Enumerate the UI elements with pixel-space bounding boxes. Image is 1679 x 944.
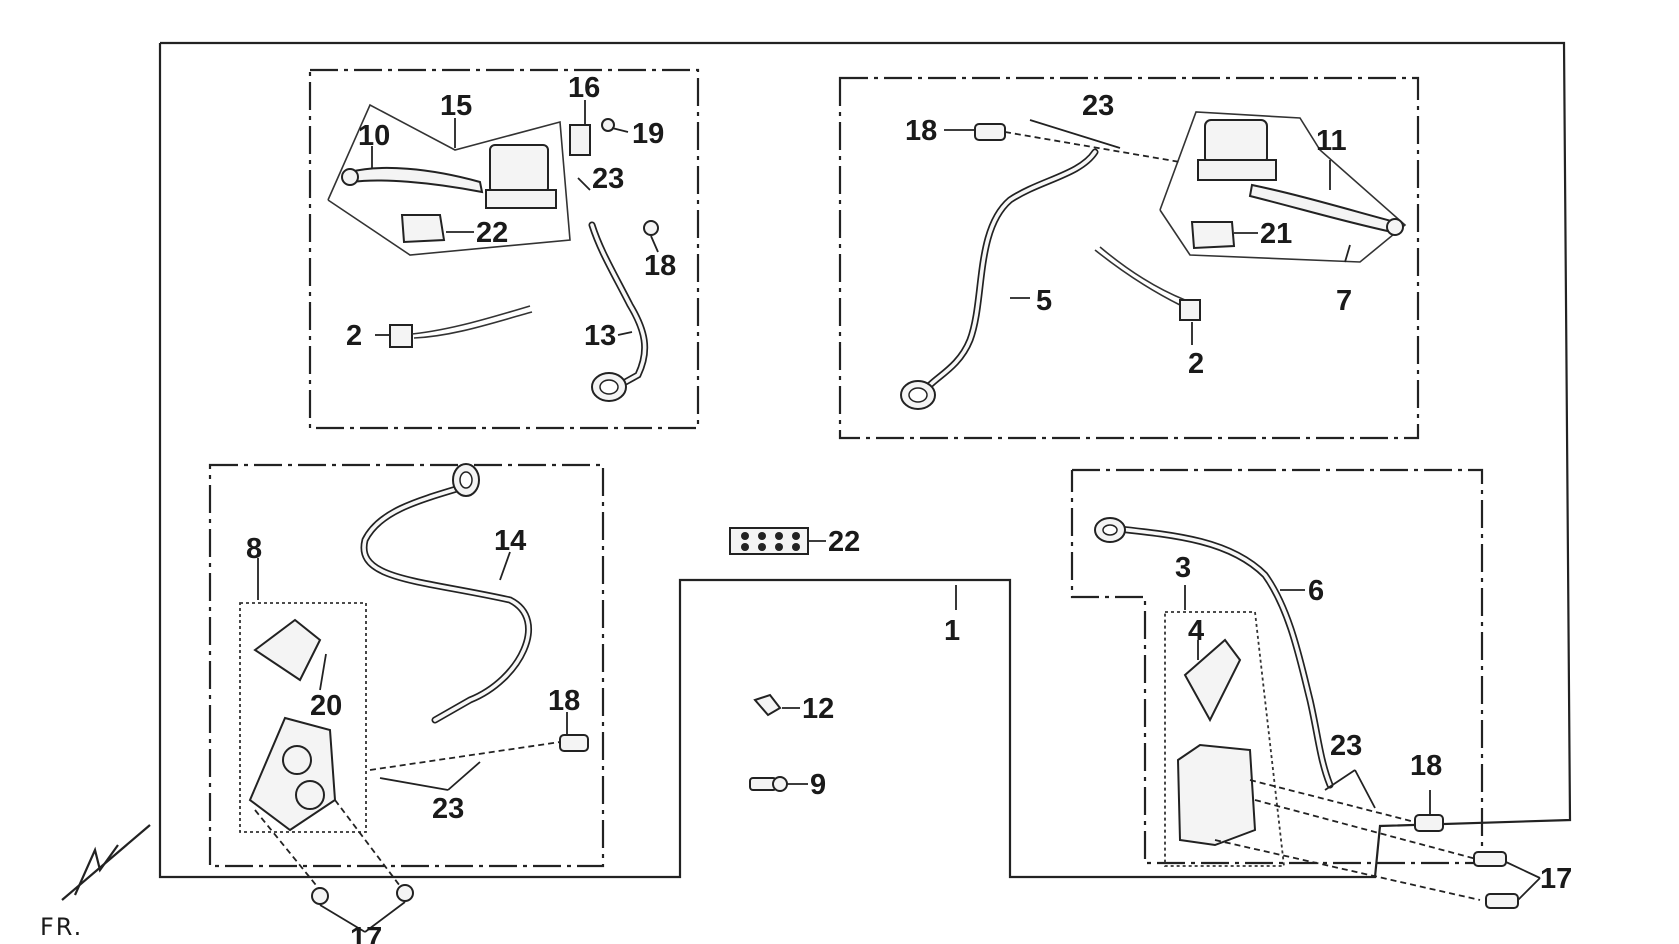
label-10: 10: [358, 120, 390, 152]
front-direction-indicator: FR.: [40, 824, 151, 941]
bottom-right-assembly: [1070, 468, 1541, 909]
label-2-right: 2: [1188, 348, 1204, 380]
label-22-center: 22: [828, 526, 860, 558]
label-8: 8: [246, 533, 262, 565]
label-23-top-right: 23: [1082, 90, 1114, 122]
label-4: 4: [1188, 615, 1204, 647]
label-6: 6: [1308, 575, 1324, 607]
label-18-top-right: 18: [905, 115, 937, 147]
front-label: FR.: [40, 913, 83, 941]
bottom-left-assembly: [208, 463, 605, 933]
top-right-assembly: [838, 76, 1420, 440]
label-23-top-left: 23: [592, 163, 624, 195]
label-7: 7: [1336, 285, 1352, 317]
label-20: 20: [310, 690, 342, 722]
label-15: 15: [440, 90, 472, 122]
label-13: 13: [584, 320, 616, 352]
label-9: 9: [810, 769, 826, 801]
label-1: 1: [944, 615, 960, 647]
loose-parts: [729, 527, 957, 792]
label-18-top-left: 18: [644, 250, 676, 282]
label-3: 3: [1175, 552, 1191, 584]
label-18-bottom-right: 18: [1410, 750, 1442, 782]
label-5: 5: [1036, 285, 1052, 317]
label-2-left: 2: [346, 320, 362, 352]
label-14: 14: [494, 525, 526, 557]
label-18-bottom-left: 18: [548, 685, 580, 717]
outer-frame: [158, 41, 1572, 879]
label-23-bottom-left: 23: [432, 793, 464, 825]
label-23-bottom-right: 23: [1330, 730, 1362, 762]
label-19: 19: [632, 118, 664, 150]
label-12: 12: [802, 693, 834, 725]
label-17-right: 17: [1540, 863, 1572, 895]
label-17-left: 17: [350, 922, 382, 944]
callout-labels: 1 2 2 3 4 5 6 7 8 9 10 11 12 13 14 15 16…: [246, 72, 1572, 944]
label-21: 21: [1260, 218, 1292, 250]
top-left-assembly: [308, 68, 700, 430]
label-11: 11: [1316, 125, 1347, 157]
label-22-top: 22: [476, 217, 508, 249]
label-16: 16: [568, 72, 600, 104]
